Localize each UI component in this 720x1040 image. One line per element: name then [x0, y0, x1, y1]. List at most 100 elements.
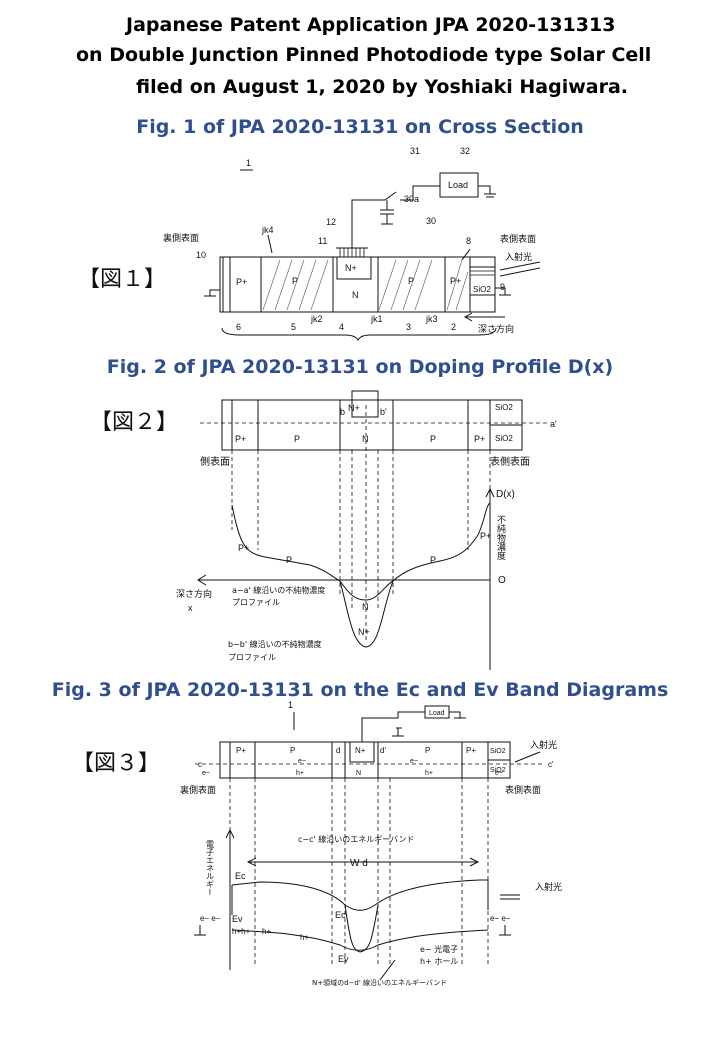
- fig2-aa-profile-2: プロファイル: [232, 598, 280, 607]
- fig3-p-right: P: [425, 746, 430, 755]
- fig1-depth-dir: 深さ方向: [478, 323, 514, 335]
- fig2-sio2-top: SiO2: [495, 403, 513, 412]
- fig2-side-surface: 側表面: [200, 455, 230, 468]
- fig1-jk4: jk4: [261, 225, 274, 235]
- fig1-sio2: SiO2: [473, 285, 491, 294]
- fig3-e-far: e−: [495, 770, 503, 777]
- header-line-3: filed on August 1, 2020 by Yoshiaki Hagi…: [136, 76, 629, 98]
- fig3-h-right: h+: [425, 770, 433, 777]
- fig1-label-3: 3: [406, 322, 411, 332]
- fig3-front-surface: 表側表面: [505, 784, 541, 796]
- fig3-sio2-bot: SiO2: [490, 767, 506, 774]
- fig2-bb-profile-2: プロファイル: [228, 653, 276, 662]
- fig1-label-5: 5: [291, 322, 296, 332]
- fig3-nplus-band: N+領域のd−d' 線沿いのエネルギーバンド: [312, 978, 447, 987]
- fig2-curve-p-plus-right: P+: [480, 531, 491, 541]
- fig2-doping-profile: N+ b b' SiO2 SiO2 a' P+ P N P P+ 側表面 表側表…: [90, 390, 557, 670]
- fig2-origin: O: [498, 575, 506, 586]
- fig3-d: d: [336, 746, 340, 755]
- fig1-n-plus: N+: [345, 263, 357, 273]
- fig3-wd: W d: [350, 858, 368, 869]
- fig3-ev-mid: Ev: [338, 954, 349, 964]
- fig3-ev-left: Ev: [232, 914, 243, 924]
- fig1-label-31: 31: [410, 146, 420, 156]
- fig2-curve-p-right: P: [430, 555, 436, 565]
- fig1-jk3: jk3: [425, 314, 438, 324]
- fig1-p-left: P: [292, 276, 298, 286]
- fig1-label-30: 30: [426, 216, 436, 226]
- fig1-front-surface: 表側表面: [500, 233, 536, 245]
- fig2-impurity-conc: 不純物濃度: [495, 515, 506, 561]
- fig2-curve-n-plus: N+: [358, 627, 370, 637]
- fig3-legend-h: h+ ホール: [420, 957, 458, 966]
- fig1-cross-section: 1 31 32 Load 30a 30 裏側表面 jk4 12 11 8 表側表…: [78, 146, 541, 341]
- header-line-1: Japanese Patent Application JPA 2020-131…: [126, 14, 616, 36]
- fig3-ec-mid: Ec: [335, 910, 346, 920]
- fig1-load-label: Load: [448, 180, 468, 190]
- fig1-label-12: 12: [326, 217, 336, 227]
- fig3-band-diagram: 1 Load 入射光 P+ P d N+ d' P P+ SiO2 SiO2 c…: [72, 700, 562, 987]
- fig1-p-right: P: [408, 276, 414, 286]
- fig2-curve-n: N: [362, 602, 369, 612]
- fig3-hhh: h+h+: [232, 927, 251, 936]
- fig1-p-plus-right: P+: [450, 276, 461, 286]
- fig2-p-left: P: [294, 434, 300, 444]
- fig3-legend-e: e− 光電子: [420, 944, 458, 954]
- fig3-c: c: [198, 760, 202, 769]
- fig2-curve-p-plus-left: P+: [238, 543, 249, 553]
- fig3-h2: h+: [300, 933, 309, 942]
- fig3-n: N: [356, 770, 361, 777]
- fig2-aa-profile-1: a−a' 線沿いの不純物濃度: [232, 585, 325, 595]
- fig2-a-prime: a': [550, 419, 557, 429]
- fig1-label-11: 11: [318, 236, 327, 246]
- fig1-jk1: jk1: [370, 314, 383, 324]
- fig3-e-right: e−: [410, 758, 418, 765]
- fig2-p-right: P: [430, 434, 436, 444]
- fig3-c-prime: c': [548, 760, 554, 769]
- fig2-front-surface: 表側表面: [490, 455, 530, 468]
- fig1-label: 【図１】: [78, 267, 166, 292]
- fig3-label: 【図３】: [72, 751, 160, 776]
- fig3-electron-energy: 電子エネルギー: [206, 840, 215, 896]
- fig2-p-plus-right: P+: [474, 434, 485, 444]
- fig1-label-2: 2: [451, 322, 456, 332]
- fig2-n: N: [362, 434, 369, 444]
- fig3-caption: Fig. 3 of JPA 2020-13131 on the Ec and E…: [51, 679, 669, 701]
- fig1-jk2: jk2: [310, 314, 323, 324]
- fig1-incident-light: 入射光: [505, 251, 532, 263]
- fig1-label-9: 9: [500, 282, 505, 292]
- fig2-depth-dir: 深さ方向: [176, 588, 212, 600]
- fig3-e-band-right: e− e−: [490, 914, 511, 923]
- fig2-sio2-bot: SiO2: [495, 434, 513, 443]
- fig3-e-band-left: e− e−: [200, 914, 221, 923]
- fig3-label-1: 1: [288, 700, 293, 710]
- fig2-caption: Fig. 2 of JPA 2020-13131 on Doping Profi…: [106, 356, 614, 378]
- fig3-e-mid: e−: [298, 758, 306, 765]
- fig3-p-left: P: [290, 746, 295, 755]
- header-line-2: on Double Junction Pinned Photodiode typ…: [76, 44, 652, 66]
- fig3-incident-light-top: 入射光: [530, 739, 557, 751]
- fig3-cc-band: c−c' 線沿いのエネルギーバンド: [298, 834, 415, 844]
- fig1-p-plus-left: P+: [236, 277, 247, 287]
- fig1-back-surface: 裏側表面: [163, 232, 199, 244]
- fig2-label: 【図２】: [90, 410, 178, 435]
- fig2-b-prime: b': [380, 407, 387, 417]
- fig3-incident-light: 入射光: [535, 881, 562, 893]
- fig3-h1: h+: [262, 927, 271, 936]
- fig2-dx-label: D(x): [496, 489, 515, 500]
- fig1-label-8: 8: [466, 236, 471, 246]
- fig2-curve-p-left: P: [286, 555, 292, 565]
- fig3-d-prime: d': [380, 746, 386, 755]
- fig3-ec-left: Ec: [235, 871, 246, 881]
- fig3-p-plus-right: P+: [466, 746, 476, 755]
- fig1-label-30a: 30a: [404, 194, 419, 204]
- fig3-back-surface: 裏側表面: [180, 784, 216, 796]
- fig3-e-left: e−: [202, 770, 210, 777]
- fig1-n: N: [352, 290, 359, 300]
- fig3-sio2-top: SiO2: [490, 748, 506, 755]
- fig1-label-32: 32: [460, 146, 470, 156]
- fig2-n-plus: N+: [348, 403, 360, 413]
- fig2-bb-profile-1: b−b' 線沿いの不純物濃度: [228, 639, 322, 649]
- fig1-label-10: 10: [196, 250, 206, 260]
- fig1-label-4: 4: [339, 322, 344, 332]
